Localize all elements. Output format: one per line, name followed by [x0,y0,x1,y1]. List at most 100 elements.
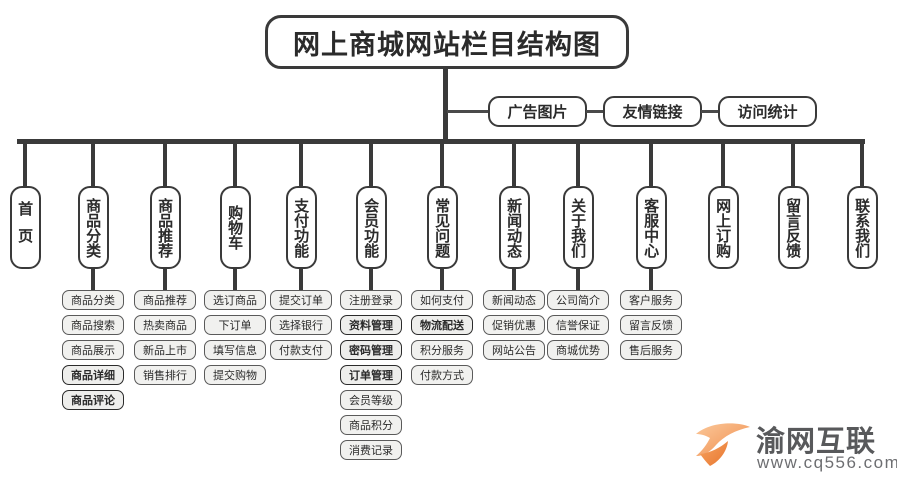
category-sub-connector [163,269,167,290]
category-label: 支付功能 [292,197,311,258]
sub-item-box[interactable]: 公司简介 [547,290,609,310]
sub-item-box[interactable]: 客户服务 [620,290,682,310]
sub-item-box[interactable]: 商品推荐 [134,290,196,310]
logo-url: www.cq556.com [757,453,897,472]
sub-item-label: 新品上市 [143,344,187,357]
sub-item-box[interactable]: 密码管理 [340,340,402,360]
bus-drop-line [233,141,237,186]
sub-item-box[interactable]: 积分服务 [411,340,473,360]
sub-item-box[interactable]: 商品展示 [62,340,124,360]
side-node-friendly-links[interactable]: 友情链接 [603,96,702,127]
sub-item-label: 商品展示 [71,344,115,357]
side-branch-connector-1 [447,110,489,113]
category-box-13[interactable]: 联系我们 [846,186,878,269]
sub-item-box[interactable]: 热卖商品 [134,315,196,335]
category-box-10[interactable]: 客服中心 [635,186,667,269]
category-sub-connector [369,269,373,290]
sub-item-label: 留言反馈 [629,319,673,332]
sub-item-box[interactable]: 付款方式 [411,365,473,385]
sub-item-box[interactable]: 订单管理 [340,365,402,385]
category-box-6[interactable]: 会员功能 [355,186,387,269]
category-box-1[interactable]: 首页 [9,186,41,269]
sub-item-label: 提交订单 [279,294,323,307]
sub-item-label: 订单管理 [349,369,393,382]
category-sub-connector [233,269,237,290]
sub-item-label: 商品分类 [71,294,115,307]
bus-drop-line [721,141,725,186]
category-label: 客服中心 [642,197,661,258]
bus-drop-line [23,141,27,186]
bus-drop-line [791,141,795,186]
title-stem [443,69,448,143]
sub-item-box[interactable]: 填写信息 [204,340,266,360]
sub-item-box[interactable]: 注册登录 [340,290,402,310]
bus-drop-line [369,141,373,186]
sub-item-box[interactable]: 提交购物 [204,365,266,385]
sub-item-box[interactable]: 如何支付 [411,290,473,310]
sub-item-box[interactable]: 商品详细 [62,365,124,385]
sub-item-box[interactable]: 新品上市 [134,340,196,360]
sub-item-label: 网站公告 [492,344,536,357]
bus-drop-line [576,141,580,186]
category-box-4[interactable]: 购物车 [219,186,251,269]
bus-drop-line [440,141,444,186]
category-label: 常见问题 [433,197,452,258]
side-node-label: 访问统计 [737,103,798,121]
sub-item-box[interactable]: 下订单 [204,315,266,335]
sub-item-label: 积分服务 [420,344,464,357]
logo-wordmark: 渝网互联 [756,424,877,458]
sub-item-box[interactable]: 提交订单 [270,290,332,310]
category-box-11[interactable]: 网上订购 [707,186,739,269]
sub-item-box[interactable]: 销售排行 [134,365,196,385]
side-node-ad-image[interactable]: 广告图片 [488,96,587,127]
category-box-7[interactable]: 常见问题 [426,186,458,269]
sub-item-box[interactable]: 商品搜索 [62,315,124,335]
sub-item-label: 付款方式 [420,369,464,382]
category-label: 网上订购 [714,197,733,258]
sub-item-box[interactable]: 信誉保证 [547,315,609,335]
category-box-5[interactable]: 支付功能 [285,186,317,269]
sub-item-box[interactable]: 留言反馈 [620,315,682,335]
category-label: 新闻动态 [505,197,524,258]
category-box-12[interactable]: 留言反馈 [777,186,809,269]
sub-item-box[interactable]: 商品分类 [62,290,124,310]
sub-item-label: 商品搜索 [71,319,115,332]
category-sub-connector [440,269,444,290]
category-box-9[interactable]: 关于我们 [562,186,594,269]
sub-item-box[interactable]: 网站公告 [483,340,545,360]
sub-item-label: 注册登录 [349,294,393,307]
category-sub-connector [299,269,303,290]
side-node-visit-stats[interactable]: 访问统计 [718,96,817,127]
sub-item-box[interactable]: 商品积分 [340,415,402,435]
side-node-label: 友情链接 [622,103,683,121]
sub-item-box[interactable]: 会员等级 [340,390,402,410]
sub-item-box[interactable]: 物流配送 [411,315,473,335]
sub-item-box[interactable]: 促销优惠 [483,315,545,335]
category-label: 会员功能 [362,197,381,258]
sub-item-box[interactable]: 新闻动态 [483,290,545,310]
sub-item-label: 付款支付 [279,344,323,357]
sub-item-box[interactable]: 商城优势 [547,340,609,360]
sub-item-box[interactable]: 选订商品 [204,290,266,310]
sub-item-label: 新闻动态 [492,294,536,307]
category-box-3[interactable]: 商品推荐 [149,186,181,269]
category-label: 首页 [16,200,35,255]
sub-item-label: 促销优惠 [492,319,536,332]
sub-item-box[interactable]: 资料管理 [340,315,402,335]
page-title: 网上商城网站栏目结构图 [293,29,601,61]
sub-item-box[interactable]: 商品评论 [62,390,124,410]
category-label: 购物车 [226,205,245,250]
category-box-8[interactable]: 新闻动态 [498,186,530,269]
sub-item-box[interactable]: 选择银行 [270,315,332,335]
sub-item-label: 选择银行 [279,319,323,332]
bus-drop-line [163,141,167,186]
sub-item-box[interactable]: 付款支付 [270,340,332,360]
sub-item-box[interactable]: 售后服务 [620,340,682,360]
sub-item-box[interactable]: 消费记录 [340,440,402,460]
sub-item-label: 选订商品 [213,294,257,307]
sub-item-label: 会员等级 [349,394,393,407]
category-box-2[interactable]: 商品分类 [77,186,109,269]
category-sub-connector [649,269,653,290]
sub-item-label: 商品积分 [349,419,393,432]
